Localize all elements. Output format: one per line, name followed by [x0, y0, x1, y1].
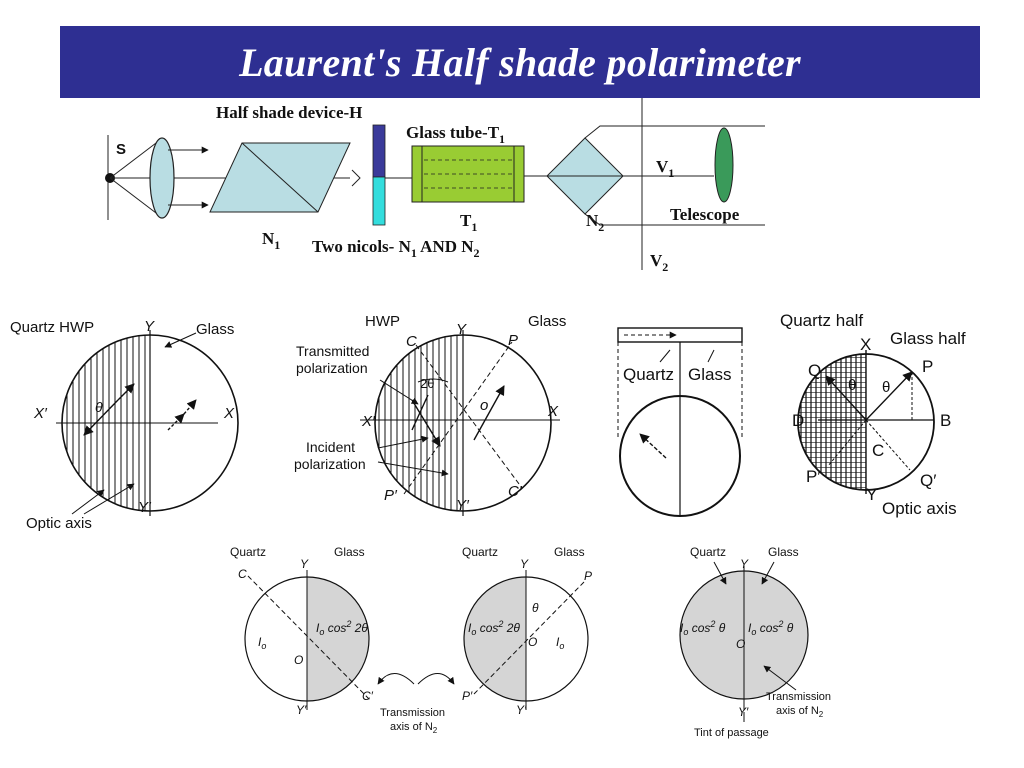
half-shade-label: Half shade device-H	[216, 103, 362, 122]
svg-text:polarization: polarization	[296, 360, 368, 376]
svg-text:P: P	[508, 332, 518, 349]
transmission-axis-callout: Transmission axis of N2	[377, 673, 455, 735]
svg-text:Quartz half: Quartz half	[780, 311, 863, 330]
svg-text:Io cos2 θ: Io cos2 θ	[748, 619, 794, 637]
svg-text:C: C	[238, 567, 247, 581]
svg-text:P′: P′	[806, 467, 821, 486]
page-title: Laurent's Half shade polarimeter	[239, 39, 801, 85]
svg-text:axis of N2: axis of N2	[776, 705, 824, 719]
svg-text:Optic axis: Optic axis	[882, 499, 957, 518]
svg-text:Transmitted: Transmitted	[296, 343, 369, 359]
condenser-lens	[149, 137, 175, 219]
optic-axis-label: Optic axis	[26, 515, 92, 532]
svg-text:Glass: Glass	[554, 545, 585, 559]
svg-text:Quartz: Quartz	[230, 545, 266, 559]
n1-label: N1	[262, 229, 280, 252]
svg-text:Transmission: Transmission	[766, 691, 831, 703]
glass-label: Glass	[196, 321, 234, 338]
svg-text:X: X	[223, 405, 235, 422]
svg-text:C′: C′	[362, 689, 374, 703]
svg-text:θ: θ	[882, 379, 890, 396]
svg-text:D: D	[792, 411, 804, 430]
svg-text:o: o	[480, 397, 488, 414]
svg-text:Y: Y	[300, 557, 309, 571]
svg-text:Glass half: Glass half	[890, 329, 966, 348]
svg-text:Glass: Glass	[334, 545, 365, 559]
half-shade-light	[372, 176, 386, 226]
svg-text:Y: Y	[456, 321, 467, 338]
svg-text:X: X	[547, 403, 559, 420]
svg-text:polarization: polarization	[294, 456, 366, 472]
svg-text:Glass: Glass	[768, 545, 799, 559]
telescope-lens	[714, 127, 734, 203]
fig-equal-tint: Quartz Glass Y Io cos2 θ Io cos2 θ O Y′ …	[679, 545, 831, 739]
svg-text:Quartz: Quartz	[690, 545, 726, 559]
svg-text:Y: Y	[740, 557, 749, 571]
half-shade-dark	[372, 124, 386, 178]
svg-text:θ: θ	[848, 377, 856, 394]
svg-text:Transmission: Transmission	[380, 707, 445, 719]
title-banner: Laurent's Half shade polarimeter	[60, 26, 980, 98]
svg-text:C′: C′	[508, 483, 523, 500]
svg-text:O: O	[528, 635, 537, 649]
two-nicols-label: Two nicols- N1 AND N2	[312, 237, 480, 260]
svg-text:B: B	[940, 411, 951, 430]
glass-tube-label: Glass tube-T1	[406, 123, 505, 146]
svg-text:X: X	[860, 335, 871, 354]
svg-text:Y′: Y′	[296, 703, 307, 717]
svg-text:P′: P′	[384, 487, 398, 504]
svg-text:C: C	[872, 441, 884, 460]
svg-text:Incident: Incident	[306, 439, 355, 455]
n2-label: N2	[586, 211, 604, 234]
svg-text:Glass: Glass	[528, 313, 566, 330]
svg-text:θ: θ	[532, 601, 539, 615]
svg-text:Io cos2 2θ: Io cos2 2θ	[468, 619, 520, 637]
telescope-label: Telescope	[670, 205, 740, 224]
svg-text:Io: Io	[258, 635, 266, 651]
svg-text:Q: Q	[808, 361, 821, 380]
v2-label: V2	[650, 251, 668, 274]
svg-text:θ: θ	[95, 399, 103, 415]
svg-text:Quartz: Quartz	[623, 365, 674, 384]
svg-text:Y: Y	[520, 557, 529, 571]
svg-text:Io cos2 2θ: Io cos2 2θ	[316, 619, 368, 637]
fig-quartz-hwp: Quartz HWP Glass Y X′ X Y′ θ Optic axis	[10, 318, 239, 532]
fig-quartz-bright: Quartz Glass Y C Io O Io cos2 2θ Y′ C′	[230, 545, 374, 717]
source-label: S	[116, 141, 126, 158]
quartz-hwp-label: Quartz HWP	[10, 319, 94, 336]
svg-text:Y′: Y′	[516, 703, 527, 717]
svg-text:P′: P′	[462, 689, 473, 703]
v1-label: V1	[656, 157, 674, 180]
svg-text:X′: X′	[361, 413, 376, 430]
svg-text:Y: Y	[144, 318, 155, 335]
setup-diagram: S N1 Half shade device-H Glass tube-T1 T…	[105, 98, 765, 274]
tube-label: T1	[460, 211, 477, 234]
svg-text:Tint of passage: Tint of passage	[694, 727, 769, 739]
svg-text:2θ: 2θ	[420, 376, 434, 391]
svg-text:Y′: Y′	[138, 499, 152, 516]
svg-text:axis of N2: axis of N2	[390, 721, 438, 735]
svg-text:Io: Io	[556, 635, 564, 651]
svg-text:Quartz: Quartz	[462, 545, 498, 559]
svg-text:P: P	[584, 569, 592, 583]
svg-text:X′: X′	[33, 405, 48, 422]
svg-text:O: O	[736, 637, 745, 651]
svg-text:O: O	[294, 653, 303, 667]
fig-quartz-glass-half: Quartz half Glass half X Q P θ θ D B C P…	[780, 311, 966, 518]
fig-hwp-polarization: HWP Glass Y C P X′ X 2θ o P′ Y′ C′ Trans…	[294, 313, 566, 516]
fig-glass-bright: Quartz Glass Y P θ O Io Io cos2 2θ P′ Y′	[462, 545, 592, 717]
svg-text:P: P	[922, 357, 933, 376]
svg-text:Io cos2 θ: Io cos2 θ	[680, 619, 726, 637]
svg-text:Q′: Q′	[920, 471, 936, 490]
svg-text:Y′: Y′	[456, 497, 470, 514]
svg-text:HWP: HWP	[365, 313, 400, 330]
svg-text:Y: Y	[866, 485, 877, 504]
fig-quartz-glass-plate: Quartz Glass	[617, 327, 743, 517]
svg-text:C: C	[406, 333, 417, 350]
svg-text:Glass: Glass	[688, 365, 731, 384]
